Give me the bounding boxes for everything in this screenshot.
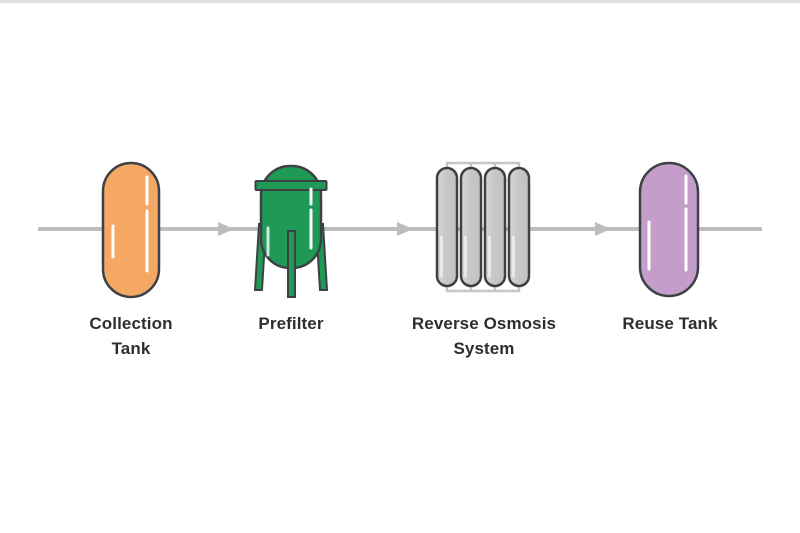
ro-tube [459,166,483,288]
stage-label-reuse-tank: Reuse Tank [622,314,718,333]
flow-arrow-icon [397,222,413,236]
collection-tank-icon [101,161,161,299]
tank-highlight [647,174,688,272]
top-edge-line [0,0,800,3]
vessel-highlight [266,187,313,257]
flow-arrow-icon [595,222,611,236]
ro-tube-highlight [440,235,515,278]
ro-tube [435,166,459,288]
tank-highlight [111,175,149,273]
ro-tube [507,166,531,288]
stage-label-collection-tank: Collection Tank [89,314,173,358]
stage-label-prefilter: Prefilter [258,314,324,333]
ro-tube [483,166,507,288]
reuse-tank-icon [638,161,700,298]
vessel-center-leg [287,230,296,298]
stage-label-reverse-osmosis-system: Reverse Osmosis System [411,314,557,358]
vessel-flange [254,180,328,191]
pressure-vessel-icon [253,164,329,298]
flow-arrow-icon [218,222,234,236]
ro-top-manifold [445,161,521,170]
reuse-tank-body [638,161,700,298]
membrane-tubes-icon [435,161,531,293]
collection-tank-body [101,161,161,299]
ro-bottom-manifold [445,284,521,293]
